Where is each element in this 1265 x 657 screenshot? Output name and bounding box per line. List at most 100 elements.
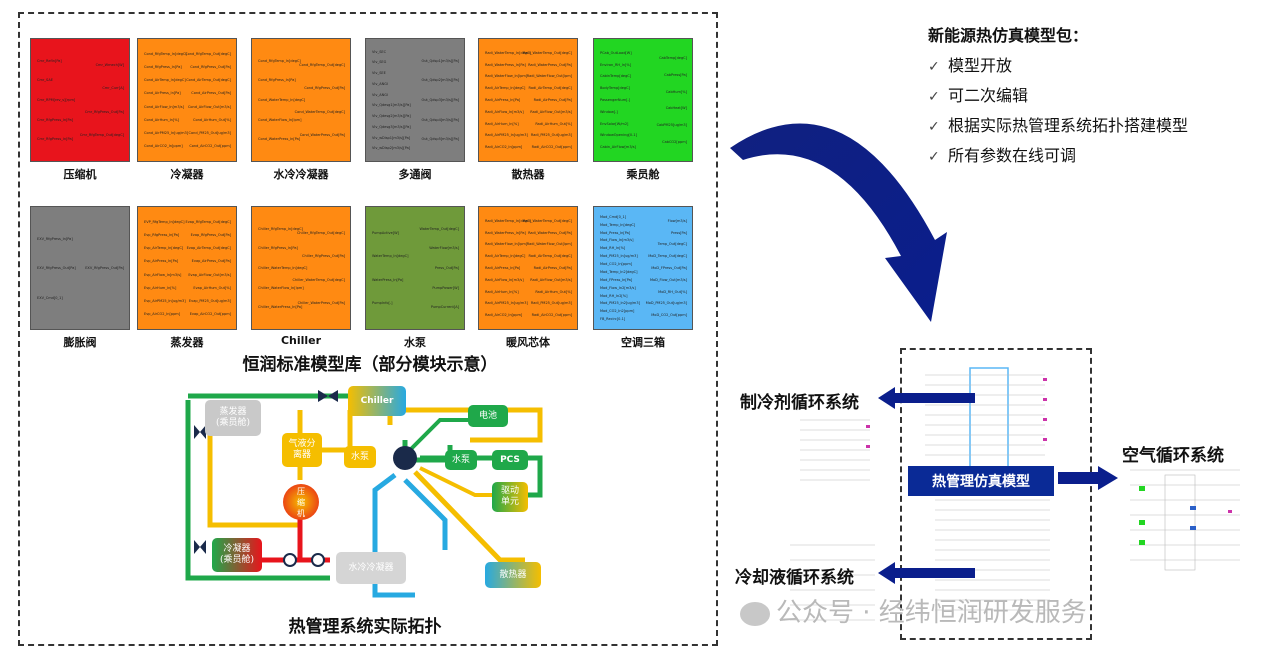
block-port: Cond_AirPM25_In[ug/m3] (144, 130, 189, 135)
block-port: Cond_AirPress_In[Pa] (144, 91, 181, 96)
valve-icon (194, 540, 206, 554)
model-block-label: 水泵 (404, 336, 426, 349)
model-block-label: 多通阀 (398, 168, 432, 181)
block-port: Out_Qdsp4[m3/s][Pa] (421, 117, 459, 122)
block-port: Radi_AirCO2_In[ppm] (485, 145, 523, 150)
block-port: Cmr_Curr[A] (102, 86, 124, 91)
block-port: Cmr_RPM[rev_s][rpm] (37, 98, 76, 102)
block-port: Radi_WaterTemp_Out[degC] (523, 218, 572, 223)
block-port: Evap_AirTemp_Out[degC] (186, 246, 231, 251)
block-port: PCab_OutLoad[W] (600, 50, 632, 55)
model-library-frame (18, 12, 718, 646)
block-port: Radi_AirHum_In[%] (485, 121, 519, 126)
topo-chiller: Chiller (348, 386, 406, 416)
block-port: EXV_Cmd[0_1] (37, 295, 63, 300)
block-port: FB_Recirc[0-1] (600, 317, 626, 322)
valve-icon (318, 390, 338, 402)
package-title: 新能源热仿真模型包： (928, 26, 1089, 45)
block-port: Chiller_WaterTemp_In[degC] (258, 266, 308, 270)
block-port: Radi_AirPM25_In[ug/m3] (485, 301, 528, 306)
package-item-text: 所有参数在线可调 (948, 146, 1077, 165)
model-block-label: 乘员舱 (626, 168, 660, 181)
block-port: Chiller_WaterTemp_Out[degC] (292, 277, 345, 282)
wechat-icon (740, 601, 770, 626)
block-port: Cond_RfgTemp_In[degC] (144, 52, 187, 57)
block-port: Cmr_RfgTemp_Out[degC] (79, 133, 124, 138)
block-port: Radi_AirPress_In[Pa] (485, 98, 521, 102)
block-port: Evap_RfgTemp_Out[degC] (185, 220, 231, 225)
simulation-model-frame (900, 348, 1092, 640)
block-port: Evp_AirCO2_In[ppm] (144, 311, 181, 316)
block-port: EVP_RfgTemp_In[degC] (144, 220, 185, 225)
model-block-row1-2[interactable]: Cond_RfgTemp_In[degC]Cond_RfgPress_In[Pa… (251, 38, 351, 162)
block-port: Chiller_RfgPress_Out[Pa] (302, 254, 345, 259)
block-port: Radi_AirHum_In[%] (485, 289, 519, 294)
block-port: Cond_AirTemp_In[degC] (144, 78, 186, 83)
block-port: Cond_AirCO2_In[ppm] (144, 143, 183, 148)
block-port: Cmr_RefIn[Pa] (37, 58, 62, 63)
block-port: Radi_WaterFlow_In[lpm] (485, 242, 528, 247)
pipe-blue (372, 473, 415, 598)
block-port: Cond_AirFlow_In[m3/s] (144, 104, 184, 109)
pipe-green-battery (408, 418, 470, 452)
block-port: Radi_AirTemp_In[degC] (485, 86, 526, 91)
block-port: Radi_AirFlow_In[m3/s] (485, 109, 524, 114)
block-port: Mod_PM25_In2[ug/m3] (600, 301, 640, 306)
block-port: Radi_PM25_Out[ug/m3] (530, 133, 572, 138)
model-block-row2-2[interactable]: Chiller_RfgTemp_In[degC] Chiller_RfgPress… (251, 206, 351, 330)
block-port: Chiller_RfgTemp_In[degC] (258, 226, 303, 231)
model-block-row2-3[interactable]: PumpActive[W]WaterTemp_In[degC]WaterPres… (365, 206, 465, 330)
block-port: MoD_RH_Out[%] (658, 289, 687, 294)
block-port: WaterTemp_Out[degC] (419, 226, 459, 231)
block-port: Cond_WaterPress_In[Pa] (258, 137, 301, 142)
block-port: Evp_AirPress_In[Pa] (144, 259, 179, 264)
block-port: Radi_WaterFlow_Out[lpm] (526, 74, 572, 79)
model-block-row1-1[interactable]: Cond_RfgTemp_In[degC]Cond_RfgPress_In[Pa… (137, 38, 237, 162)
block-port: Vlv_Qdesg3[m3/s][Pa] (372, 124, 411, 129)
topo-gas-liquid: 气液分 离器 (282, 433, 322, 467)
package-list: ✓模型开放✓可二次编辑✓根据实际热管理系统拓扑搭建模型✓所有参数在线可调 (928, 52, 1188, 166)
block-port: Radi_WaterFlow_In[lpm] (485, 74, 528, 79)
block-port: BodyTemp[degC] (600, 86, 630, 91)
block-port: Cond_WaterFlow_In[lpm] (258, 117, 302, 122)
block-port: EnvSolar[W/m2] (600, 121, 629, 126)
model-block-row1-4[interactable]: Radi_WaterTemp_In[degC]Radi_WaterPress_I… (478, 38, 578, 162)
block-port: Radi_AirTemp_In[degC] (485, 254, 526, 259)
block-port: Evp_AirPM25_In[ug/m3] (144, 298, 186, 303)
topo-compressor: 压 缩 机 (283, 484, 319, 520)
block-port: Radi_WaterPress_In[Pa] (485, 62, 526, 67)
model-block-row1-5[interactable]: PCab_OutLoad[W]Environ_RH_In[%]CabinTemp… (593, 38, 693, 162)
block-port: Vlv_Qdesg2[m3/s][Pa] (372, 114, 411, 119)
block-port: Mod_CO2_In2[ppm] (600, 309, 635, 314)
package-item: ✓ 所有参数在线可调 (928, 142, 1188, 166)
block-port: Cond_WaterPress_Out[Pa] (299, 133, 345, 138)
block-port: Flow[m3/s] (667, 218, 687, 223)
block-port: Radi_WaterTemp_Out[degC] (523, 50, 572, 55)
block-port: Mod_FPress_In[Pa] (600, 277, 633, 282)
block-port: Radi_AirHum_Out[%] (535, 121, 572, 126)
block-port: Vlv_SEG (372, 60, 387, 65)
package-description: 新能源热仿真模型包： ✓模型开放✓可二次编辑✓根据实际热管理系统拓扑搭建模型✓所… (928, 22, 1188, 172)
block-port: CabCO2[ppm] (662, 140, 687, 145)
model-block-row2-0[interactable]: EXV_RfgPress_In[Pa]EXV_RfgPress_Out[Pa]E… (30, 206, 130, 330)
block-port: Environ_RH_In[%] (600, 62, 632, 67)
model-block-row2-1[interactable]: EVP_RfgTemp_In[degC]Evp_RfgPress_In[Pa]E… (137, 206, 237, 330)
block-port: CabHum[%] (665, 89, 687, 94)
block-port: Cond_AirPress_Out[Pa] (191, 91, 231, 96)
check-icon: ✓ (928, 149, 940, 165)
block-port: Mod_Cmd[0_1] (600, 214, 627, 219)
block-port: Evap_AirHum_Out[%] (193, 285, 231, 290)
block-port: CabTemp[degC] (659, 55, 687, 60)
pipe-blue-2 (403, 478, 448, 550)
block-port: Radi_AirPM25_In[ug/m3] (485, 133, 528, 138)
model-block-label: 压缩机 (63, 168, 97, 181)
check-icon: ✓ (928, 119, 940, 135)
model-block-row2-5[interactable]: Mod_Cmd[0_1]Mod_Temp_In[degC]Mod_Press_I… (593, 206, 693, 330)
block-port: Mod_Flow_In2[m3/s] (600, 285, 636, 290)
topo-drive-unit: 驱动 单元 (492, 482, 528, 512)
block-port: WindowOpening[0-1] (600, 133, 638, 138)
model-block-row2-4[interactable]: Radi_WaterTemp_In[degC]Radi_WaterPress_I… (478, 206, 578, 330)
block-port: Evap_PM25_Out[ug/m3] (188, 298, 231, 303)
